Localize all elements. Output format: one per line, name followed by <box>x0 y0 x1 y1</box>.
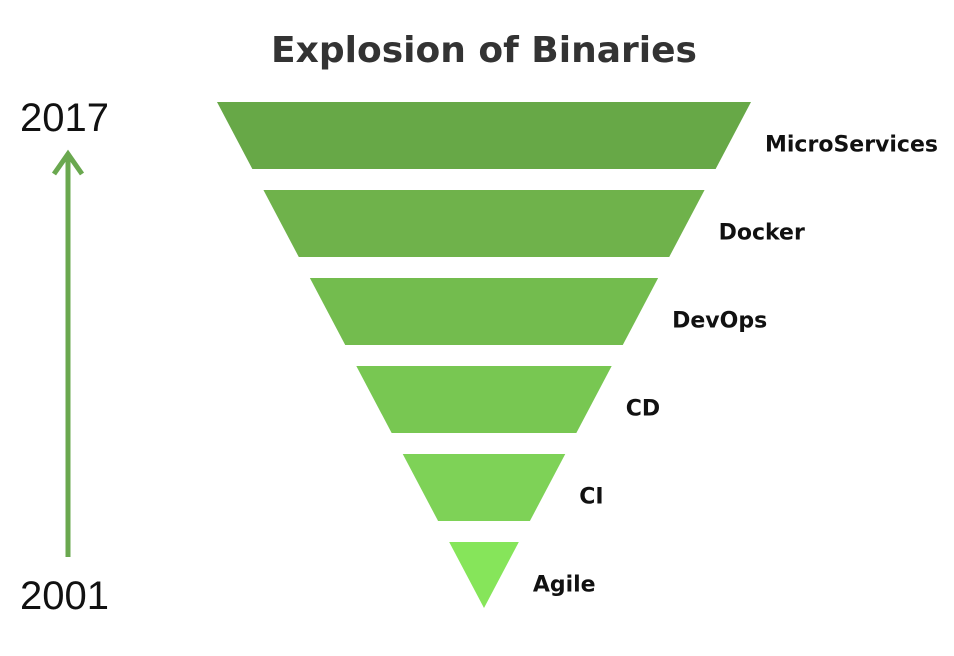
layer-label: DevOps <box>672 308 768 334</box>
layer-label: MicroServices <box>765 132 938 158</box>
funnel-layer-cd <box>356 366 612 433</box>
start-year-label: 2001 <box>20 574 109 618</box>
diagram-title: Explosion of Binaries <box>271 30 697 71</box>
layer-label: CD <box>625 396 661 422</box>
funnel-layer-microservices <box>217 102 751 169</box>
timeline-arrow <box>51 149 85 557</box>
end-year-label: 2017 <box>20 96 109 140</box>
funnel-layer-docker <box>263 190 705 257</box>
layer-label: CI <box>579 484 604 510</box>
layer-label: Docker <box>718 220 805 246</box>
funnel-layer-ci <box>402 454 566 521</box>
funnel-layer-agile <box>449 542 519 608</box>
layer-label: Agile <box>532 572 596 598</box>
funnel-layer-devops <box>309 278 659 345</box>
